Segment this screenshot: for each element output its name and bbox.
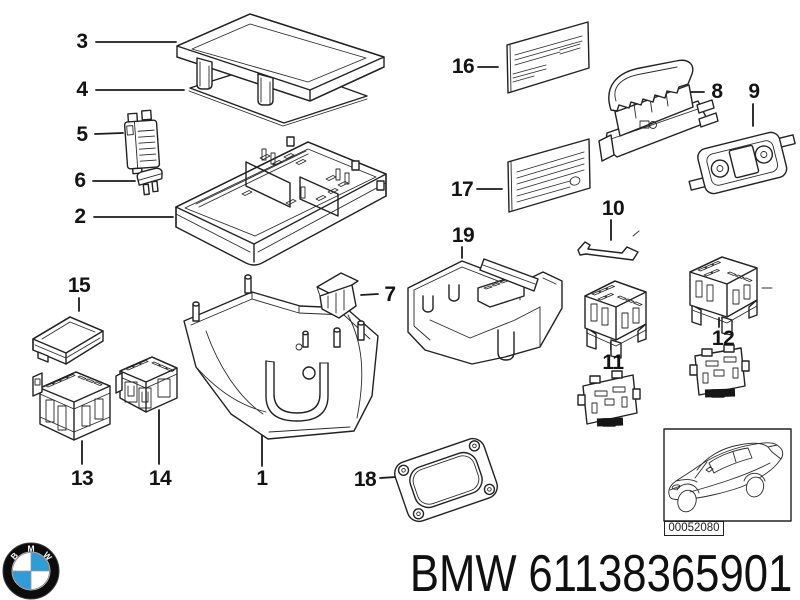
part-12-adapter-plate (689, 344, 750, 398)
diagram-ref-code: 00052080 (664, 521, 724, 536)
print-tick-marks (632, 230, 773, 289)
part-1-fuse-box-lower (183, 274, 379, 440)
callout-13: 13 (70, 467, 94, 490)
part-12-relay-socket (689, 256, 758, 336)
callout-19: 19 (451, 224, 475, 247)
callout-7: 7 (384, 283, 396, 306)
callout-10: 10 (601, 197, 625, 220)
callout-5: 5 (76, 123, 88, 146)
callout-12: 12 (711, 327, 735, 350)
callout-1: 1 (256, 467, 268, 490)
part-11-relay-socket (584, 280, 647, 359)
part-14-connector (115, 356, 178, 413)
callout-leader-lines (78, 41, 754, 479)
part-13-relay-holder (32, 371, 111, 441)
callout-6: 6 (74, 169, 86, 192)
logo-letter-b: B (9, 550, 21, 561)
part-number-text: 61138365901 (528, 545, 792, 600)
callout-9: 9 (748, 80, 760, 103)
car-location-thumbnail (663, 428, 792, 522)
part-2-fuse-box-upper (175, 136, 387, 266)
callout-17: 17 (450, 178, 474, 201)
callout-8: 8 (711, 80, 723, 103)
bmw-roundel-logo: B M W (2, 542, 60, 600)
part-17-label-sticker (507, 138, 591, 213)
callout-18: 18 (353, 468, 377, 491)
part-18-gasket (394, 437, 498, 523)
logo-letter-m: M (27, 544, 34, 554)
part-5-fuse (123, 109, 161, 175)
part-11-adapter-plate (577, 370, 641, 427)
part-8-cover-assembly (598, 59, 719, 162)
brand-text: BMW (409, 545, 517, 600)
callout-15: 15 (67, 274, 91, 297)
part-16-label-sticker (506, 21, 590, 94)
callout-16: 16 (451, 55, 475, 78)
part-15-relay-cover (32, 316, 104, 365)
part-19-carrier-box (407, 258, 563, 365)
callout-14: 14 (148, 467, 172, 490)
part-7-bracket (316, 272, 359, 319)
part-10-comb-connector (577, 241, 639, 261)
part-9-terminal-plate (688, 131, 796, 195)
callout-3: 3 (76, 30, 88, 53)
callout-11: 11 (602, 351, 624, 374)
callout-2: 2 (74, 205, 86, 228)
callout-4: 4 (76, 78, 88, 101)
part-3-cover (176, 13, 385, 106)
part-6-mini-fuse (136, 167, 163, 196)
